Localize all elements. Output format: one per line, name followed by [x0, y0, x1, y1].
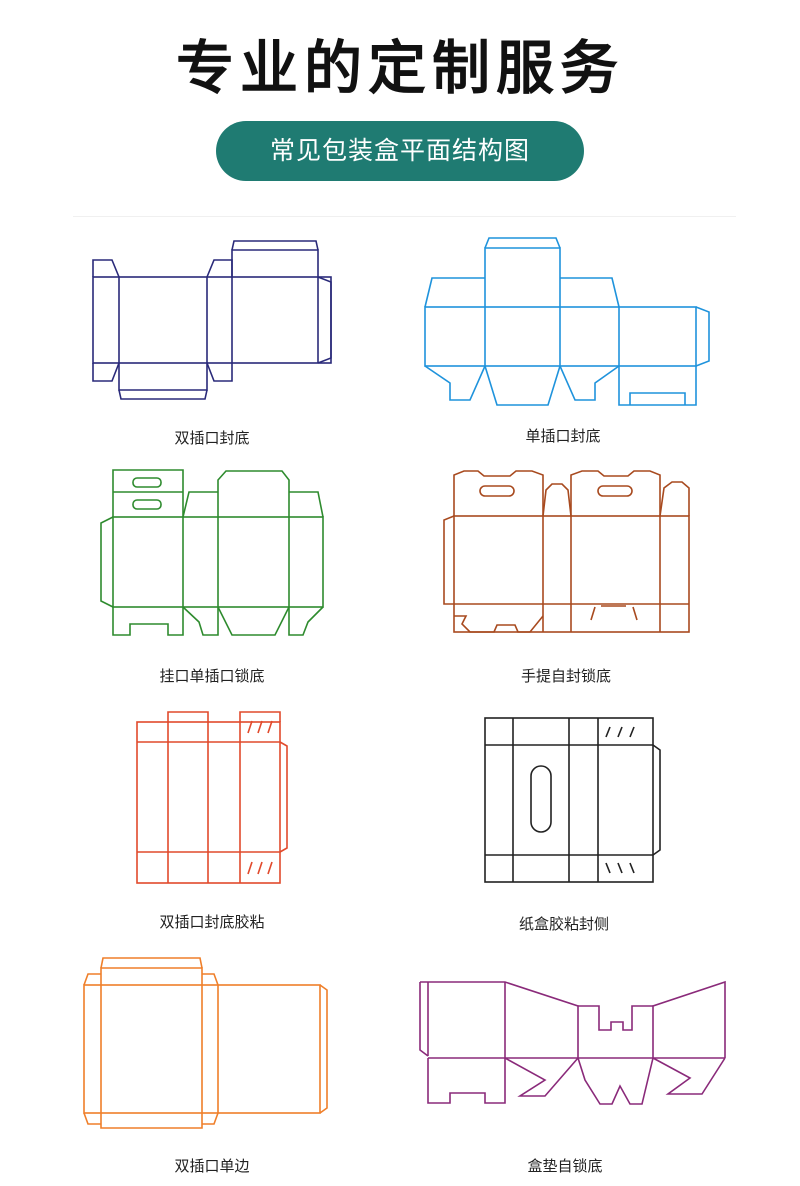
double-tuck-single-side-box-icon [83, 957, 328, 1129]
tray-self-lock-box-icon [419, 980, 726, 1105]
section-banner: 常见包装盒平面结构图 [216, 121, 584, 181]
handle-lock-bottom-box-icon [443, 470, 690, 633]
box-label: 盒垫自锁底 [527, 1157, 603, 1175]
box-label: 挂口单插口锁底 [159, 667, 265, 685]
box-label: 单插口封底 [525, 427, 601, 445]
single-tuck-box-icon [424, 237, 710, 406]
double-tuck-box-icon [92, 240, 332, 400]
box-label: 双插口封底 [174, 429, 250, 447]
box-label: 手提自封锁底 [520, 667, 611, 685]
box-label: 双插口单边 [174, 1157, 250, 1175]
side-glued-box-icon [484, 717, 661, 883]
page-title: 专业的定制服务 [175, 34, 624, 102]
hang-tab-lock-bottom-box-icon [100, 469, 324, 636]
diagram-panel [73, 216, 736, 1172]
double-tuck-glued-box-icon [136, 711, 288, 884]
box-label: 双插口封底胶粘 [159, 913, 265, 931]
box-label: 纸盒胶粘封侧 [518, 915, 609, 933]
